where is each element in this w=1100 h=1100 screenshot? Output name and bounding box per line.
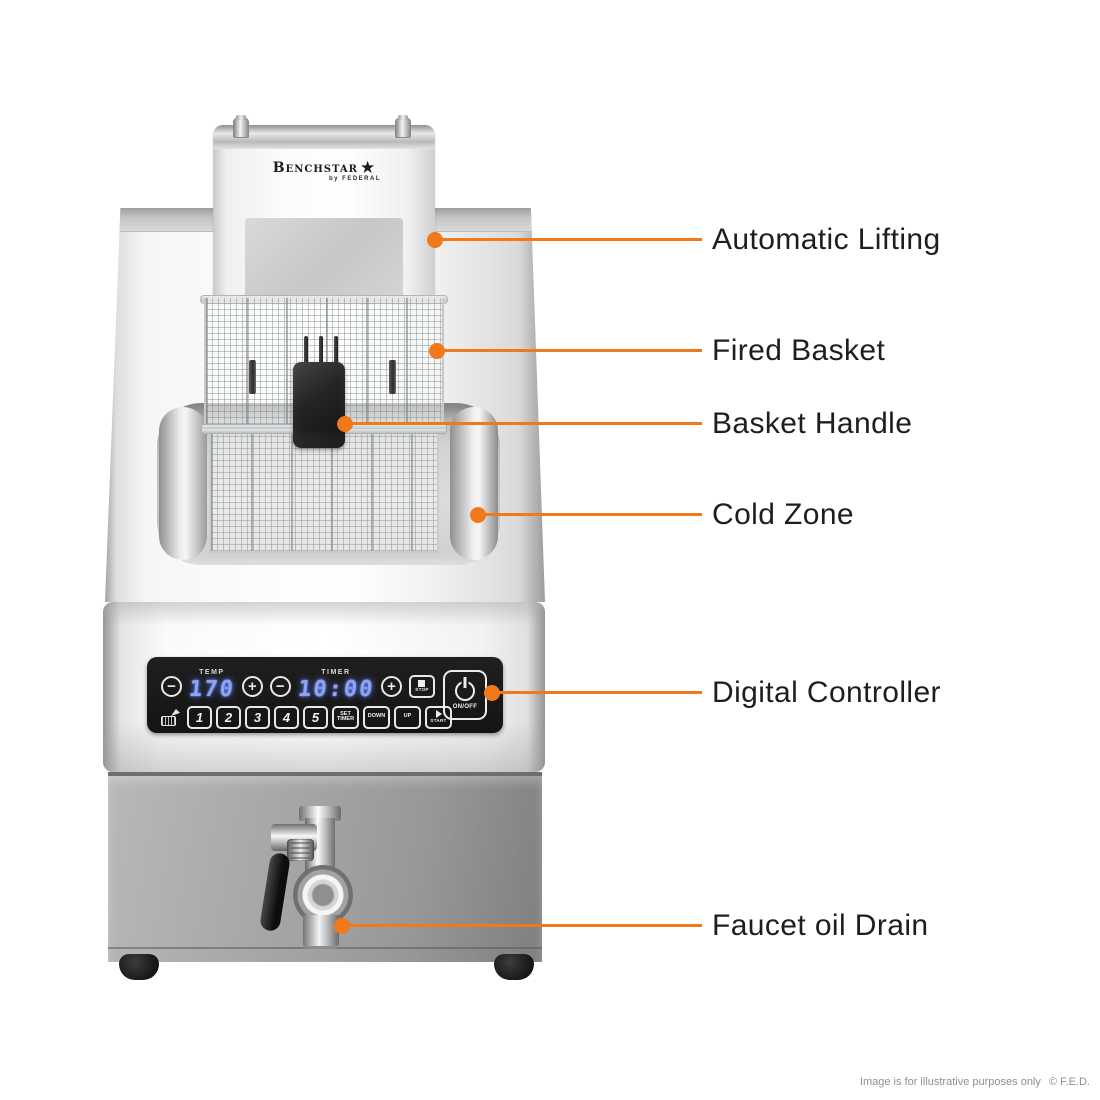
callout-label-fired-basket: Fired Basket xyxy=(712,334,886,367)
temp-label: TEMP xyxy=(199,669,225,676)
basket-handle xyxy=(293,362,345,448)
brand-byline: by FEDERAL xyxy=(328,176,381,182)
fryer-basket-lower xyxy=(209,433,439,553)
callout-dot-cold-zone xyxy=(470,507,486,523)
onoff-button: ON/OFF xyxy=(443,670,487,720)
start-icon xyxy=(435,710,442,719)
faucet-collar xyxy=(299,806,341,821)
faucet-ferrule xyxy=(287,839,314,861)
faucet-oil-drain-spout xyxy=(303,915,339,949)
callout-dot-automatic-lifting xyxy=(427,232,443,248)
callout-dot-digital-controller xyxy=(484,685,500,701)
copyright-text: © F.E.D. xyxy=(1048,1076,1090,1088)
callout-dot-basket-handle xyxy=(337,416,353,432)
timer-plus-button: + xyxy=(380,676,402,697)
callout-label-digital-controller: Digital Controller xyxy=(712,676,941,709)
preset-button-1: 1 xyxy=(187,705,212,729)
callout-line xyxy=(492,691,702,694)
preset-button-2: 2 xyxy=(216,705,241,729)
automatic-lifting-tower: Benchstar★ by FEDERAL xyxy=(213,115,435,303)
timer-label: TIMER xyxy=(321,669,351,676)
machine-foot xyxy=(119,954,159,980)
brand-logo: Benchstar★ by FEDERAL xyxy=(213,159,435,182)
star-icon: ★ xyxy=(359,158,376,177)
power-icon xyxy=(455,680,475,701)
tank-corner-right xyxy=(450,407,498,560)
callout-line xyxy=(435,238,702,241)
down-button: DOWN xyxy=(363,705,390,729)
machine-foot xyxy=(494,954,534,980)
tank-corner-left xyxy=(159,407,207,560)
bolt-icon xyxy=(233,115,249,138)
up-button: UP xyxy=(394,705,421,729)
callout-line xyxy=(478,513,702,516)
footer-note: Image is for illustrative purposes only … xyxy=(860,1076,1090,1088)
callout-label-cold-zone: Cold Zone xyxy=(712,498,855,531)
callout-label-automatic-lifting: Automatic Lifting xyxy=(712,223,941,256)
brand-name: Benchstar xyxy=(272,160,358,176)
callout-label-faucet-oil-drain: Faucet oil Drain xyxy=(712,909,929,942)
handle-wire xyxy=(319,336,323,366)
stop-icon xyxy=(418,680,426,688)
handle-wire xyxy=(334,336,338,366)
timer-display: 10:00 xyxy=(296,677,376,702)
basket-clip xyxy=(389,360,396,394)
preset-button-3: 3 xyxy=(245,705,270,729)
lifting-track-recess xyxy=(245,218,403,298)
bolt-icon xyxy=(395,115,411,138)
timer-minus-button: − xyxy=(269,676,291,697)
callout-label-basket-handle: Basket Handle xyxy=(712,407,913,440)
callout-line xyxy=(345,422,702,425)
temp-display: 170 xyxy=(187,677,237,702)
callout-dot-faucet-oil-drain xyxy=(334,918,350,934)
preset-button-5: 5 xyxy=(303,705,328,729)
disclaimer-text: Image is for illustrative purposes only xyxy=(859,1076,1041,1088)
callout-dot-fired-basket xyxy=(429,343,445,359)
preset-button-4: 4 xyxy=(274,705,299,729)
basket-lift-icon xyxy=(161,708,181,726)
temp-plus-button: + xyxy=(241,676,263,697)
handle-wire xyxy=(304,336,308,366)
stop-button: STOP xyxy=(408,675,435,698)
callout-line xyxy=(342,924,702,927)
callout-line xyxy=(437,349,702,352)
digital-controller-panel: − TEMP 170 + − TIMER 10:00 + STOP 1 2 3 xyxy=(147,657,503,733)
temp-minus-button: − xyxy=(161,676,182,697)
basket-clip xyxy=(249,360,256,394)
